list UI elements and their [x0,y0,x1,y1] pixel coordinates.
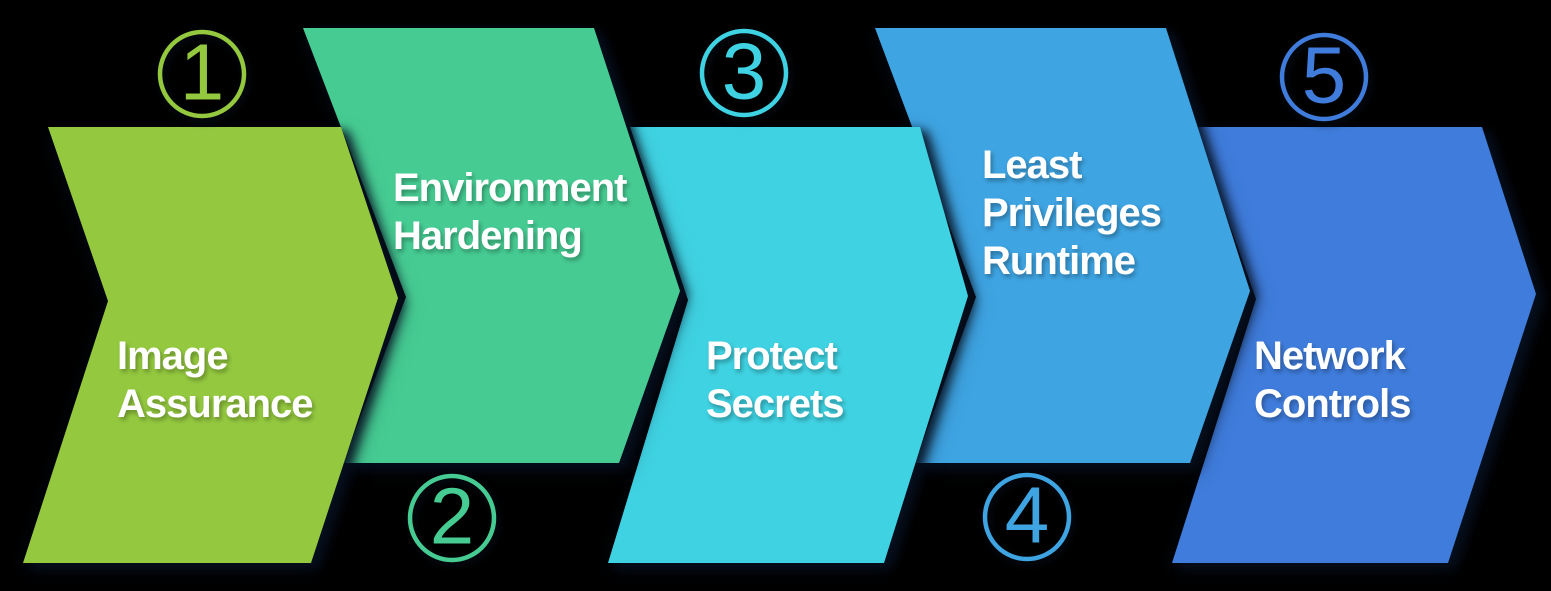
step-label-line: Protect [706,334,838,378]
step-label-line: Environment [393,166,627,210]
badge-circle-3 [699,28,789,118]
step-label-line: Privileges [982,191,1162,235]
badge-number-4: 4 [1005,471,1050,560]
badge-number-1: 1 [180,28,225,117]
step-label-line: Network [1254,334,1406,378]
chevron-step-1 [23,127,398,563]
badge-circle-2 [407,473,497,563]
chevron-step-4 [875,28,1250,463]
step-badge-2: 2 [407,472,497,563]
badge-number-5: 5 [1302,31,1347,120]
step-label-4: Least Privileges Runtime [982,141,1162,285]
badge-number-2: 2 [430,472,475,561]
chevron-step-3 [608,127,968,563]
step-label-line: Runtime [982,239,1136,283]
step-badge-5: 5 [1279,31,1369,122]
chevron-step-5 [1172,127,1536,563]
step-label-2: Environment Hardening [393,164,627,260]
step-label-3: Protect Secrets [706,332,845,428]
step-label-line: Secrets [706,382,845,426]
step-badge-4: 4 [982,471,1072,562]
step-label-line: Controls [1254,382,1411,426]
step-label-line: Least [982,143,1083,187]
step-badge-1: 1 [157,28,247,119]
step-label-5: Network Controls [1254,332,1411,428]
step-badge-3: 3 [699,27,789,118]
badge-circle-4 [982,472,1072,562]
step-label-1: Image Assurance [117,332,314,428]
step-label-line: Assurance [117,382,314,426]
badge-circle-5 [1279,32,1369,122]
step-label-line: Image [117,334,229,378]
badge-number-3: 3 [722,27,767,116]
chevron-step-2 [303,28,680,463]
badge-circle-1 [157,29,247,119]
step-label-line: Hardening [393,214,583,258]
